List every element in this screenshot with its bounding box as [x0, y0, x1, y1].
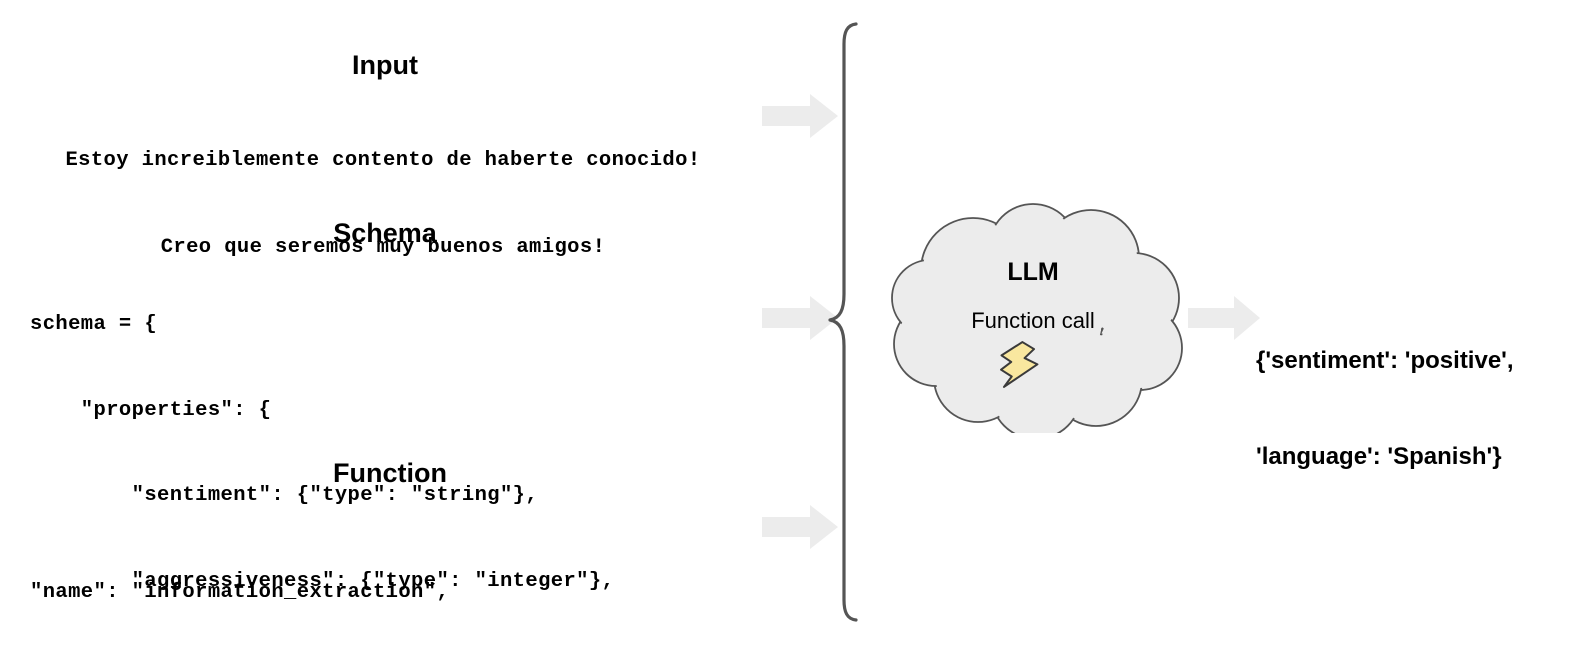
input-line: Creo que seremos muy buenos amigos!	[160, 236, 606, 259]
schema-arrow	[762, 296, 838, 340]
output-text-block: {'sentiment': 'positive', 'language': 'S…	[1256, 281, 1514, 537]
input-text-block: Estoy increiblemente contento de haberte…	[30, 88, 736, 320]
output-line: 'language': 'Spanish'}	[1256, 443, 1502, 470]
llm-cloud: LLM Function call	[878, 198, 1188, 433]
schema-line: "aggressiveness": {"type": "integer"},	[30, 569, 615, 593]
output-line: {'sentiment': 'positive',	[1256, 347, 1514, 374]
curly-brace-icon	[828, 22, 868, 622]
input-section-heading: Input	[352, 50, 418, 80]
schema-text-block: schema = { "properties": { "sentiment": …	[30, 254, 614, 647]
input-arrow	[762, 94, 838, 138]
schema-line: schema = {	[30, 313, 158, 336]
function-arrow	[762, 505, 838, 549]
schema-line: "sentiment": {"type": "string"},	[30, 484, 539, 507]
function-text-block: "name": "information_extraction", "descr…	[30, 493, 741, 647]
llm-title: LLM	[1007, 258, 1059, 286]
output-arrow	[1188, 296, 1260, 340]
function-call-subtitle: Function call	[971, 308, 1095, 333]
schema-section-heading: Schema	[333, 218, 437, 248]
schema-line: "properties": {	[30, 398, 272, 422]
input-line: Estoy increiblemente contento de haberte…	[65, 149, 701, 172]
function-line: "name": "information_extraction",	[30, 581, 450, 604]
lightning-bolt-icon	[996, 340, 1042, 396]
function-section-heading: Function	[333, 458, 447, 488]
